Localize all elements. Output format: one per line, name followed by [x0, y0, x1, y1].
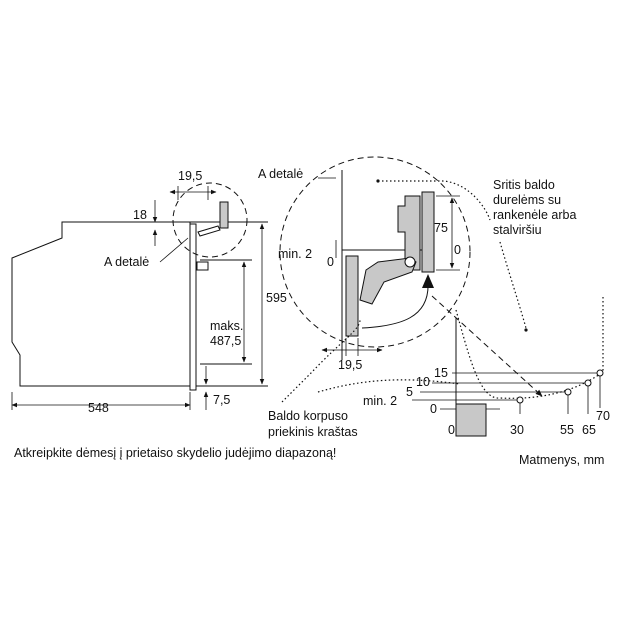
dim-7-5: 7,5 [213, 393, 230, 407]
dim-19-5-top: 19,5 [178, 169, 202, 183]
front-edge-label-line2: priekinis kraštas [268, 425, 358, 439]
oven-front-panel [189, 223, 197, 391]
swing-direction-line [431, 295, 543, 397]
scale-65: 65 [582, 423, 596, 437]
front-panel-large [345, 255, 359, 337]
dim-0-upper-right: 0 [454, 243, 461, 257]
detail-a-enlarged: 75 0 min. 2 0 19,5 Sritis baldo durelėms… [258, 156, 576, 372]
dim-0-upper-left: 0 [327, 255, 334, 269]
scale-min2: min. 2 [363, 394, 397, 408]
area-label-line1: Sritis baldo [493, 178, 555, 192]
hinge-arm-large [359, 257, 417, 305]
motion-path [361, 281, 429, 329]
dim-19-5-bottom: 19,5 [338, 358, 362, 372]
scale-5: 5 [406, 385, 413, 399]
area-label-line3: rankenėle arba [493, 208, 576, 222]
dim-maks: maks. [210, 319, 243, 333]
door-block-large [397, 195, 421, 271]
detail-a-circle-large [279, 156, 471, 348]
scale-0-bottom: 0 [448, 423, 455, 437]
scale-70: 70 [596, 409, 610, 423]
units-text: Matmenys, mm [519, 453, 604, 467]
dim-min2-upper: min. 2 [278, 247, 312, 261]
dim-595: 595 [266, 291, 287, 305]
scale-10: 10 [416, 375, 430, 389]
hinge-block-small [219, 201, 229, 229]
warning-text: Atkreipkite dėmesį į prietaiso skydelio … [14, 446, 336, 460]
dim-18: 18 [133, 208, 147, 222]
oven-handle [196, 261, 209, 271]
oven-body-outline [11, 221, 190, 387]
area-label-line2: durelėms su [493, 193, 561, 207]
front-edge-label-line1: Baldo korpuso [268, 409, 348, 423]
dim-75: 75 [434, 221, 448, 235]
cabinet-front-block [455, 403, 487, 437]
dim-548: 548 [88, 401, 109, 415]
detail-a-label-right: A detalė [258, 167, 303, 181]
oven-side-view: 19,5 18 A detalė 595 maks. 487,5 7,5 548 [11, 169, 287, 415]
scale-0-left: 0 [430, 402, 437, 416]
detail-a-circle-small [172, 182, 248, 258]
dim-487-5: 487,5 [210, 334, 241, 348]
area-label-line4: stalviršiu [493, 223, 542, 237]
scale-55: 55 [560, 423, 574, 437]
detail-a-label-left: A detalė [104, 255, 149, 269]
scale-30: 30 [510, 423, 524, 437]
scale-15: 15 [434, 366, 448, 380]
motion-range-scale: 15 10 5 min. 2 0 0 30 55 65 70 Baldo kor… [268, 295, 610, 439]
swing-arc [455, 309, 604, 399]
